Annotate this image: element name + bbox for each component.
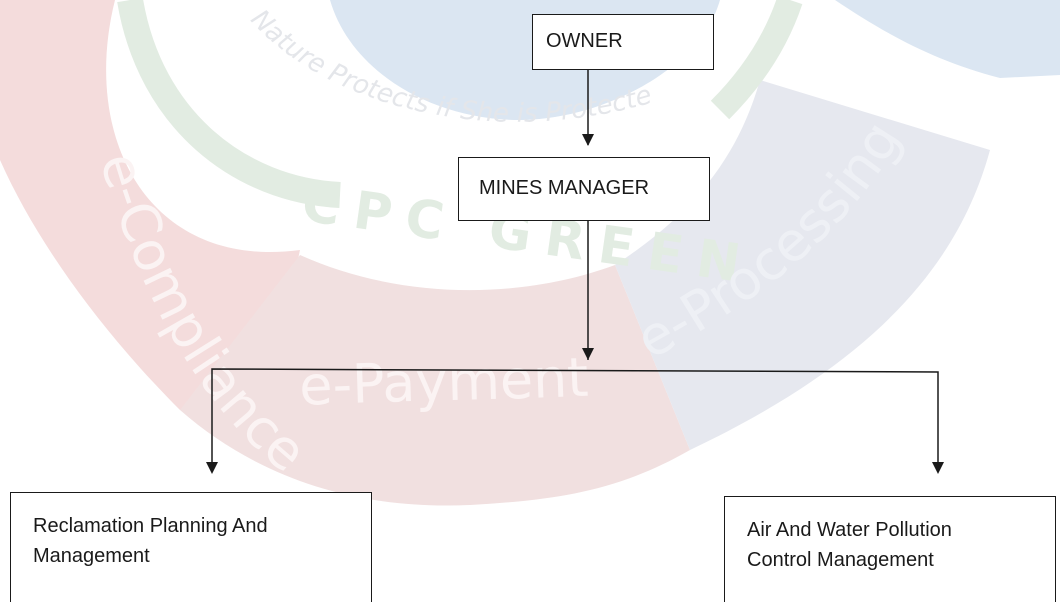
node-mines-manager-label: MINES MANAGER xyxy=(479,177,650,199)
payments-segment xyxy=(180,255,690,506)
arrowhead-to-manager xyxy=(582,134,594,146)
arrowhead-to-reclamation xyxy=(206,462,218,474)
node-owner-label: OWNER xyxy=(546,30,623,52)
node-reclamation-line-1: Reclamation Planning And xyxy=(33,515,268,537)
arrowhead-to-bus xyxy=(582,348,594,360)
compliance-segment xyxy=(0,0,300,410)
node-reclamation-line-2: Management xyxy=(33,545,150,567)
node-reclamation-planning: Reclamation Planning And Management xyxy=(10,492,372,602)
processing-top-panel xyxy=(835,0,1060,78)
node-mines-manager: MINES MANAGER xyxy=(458,157,710,221)
node-pollution-line-2: Control Management xyxy=(747,549,934,571)
node-pollution-line-1: Air And Water Pollution xyxy=(747,519,952,541)
edge-bus-horizontal xyxy=(211,368,939,470)
ring-arc xyxy=(117,0,803,208)
node-owner: OWNER xyxy=(532,14,714,70)
processing-segment xyxy=(615,80,990,450)
arrowhead-to-pollution xyxy=(932,462,944,474)
node-pollution-control: Air And Water Pollution Control Manageme… xyxy=(724,496,1056,602)
